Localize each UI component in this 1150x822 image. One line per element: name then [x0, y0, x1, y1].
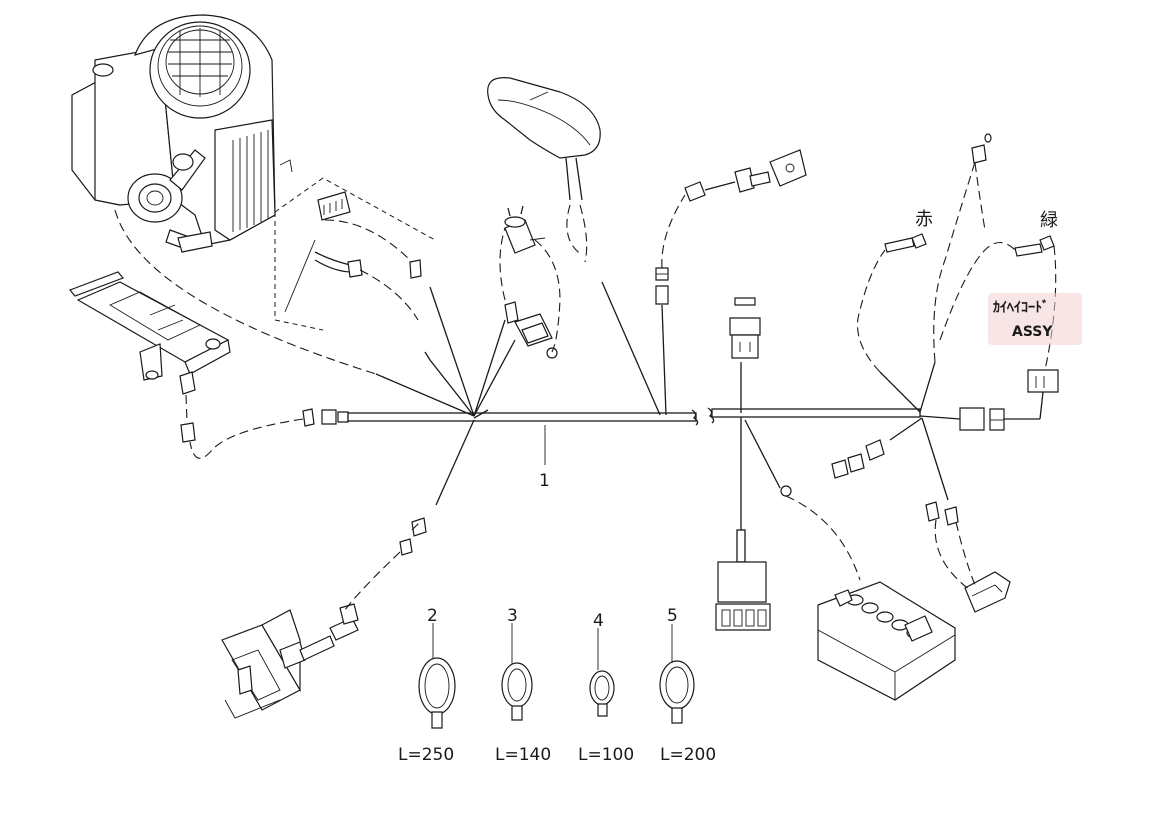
mounting-bracket — [68, 271, 231, 381]
cable-tie-200 — [659, 624, 695, 724]
battery — [817, 581, 956, 701]
seat-switch-pad — [487, 77, 601, 201]
cable-tie-100 — [589, 628, 615, 717]
callout-tie-200: 5 — [667, 606, 678, 626]
detail-callout-box — [274, 177, 436, 331]
sensor-with-bracket — [684, 149, 807, 202]
length-tie-250: L=250 — [398, 745, 454, 765]
callout-tie-140: 3 — [507, 606, 518, 626]
pto-switch — [964, 571, 1011, 613]
wire-color-red-label: 赤 — [915, 209, 933, 230]
cable-tie-250 — [418, 623, 456, 729]
extension-cord-label-line1: ｶｲﾍｲｺｰﾄﾞ — [993, 299, 1049, 316]
cable-tie-140 — [501, 623, 533, 721]
length-tie-140: L=140 — [495, 745, 551, 765]
extension-cord-label-line2: ASSY — [1012, 324, 1053, 340]
length-tie-200: L=200 — [660, 745, 716, 765]
switch-bracket — [221, 609, 359, 719]
starter-solenoid — [504, 205, 546, 254]
extension-cord-highlight — [988, 293, 1082, 345]
callout-tie-100: 4 — [593, 611, 604, 631]
engine-illustration — [71, 14, 293, 253]
length-tie-100: L=100 — [578, 745, 634, 765]
routing-lines — [114, 161, 1057, 611]
callout-harness: 1 — [539, 471, 550, 491]
main-harness — [347, 281, 1044, 631]
callout-tie-250: 2 — [427, 606, 438, 626]
wire-color-green-label: 緑 — [1040, 210, 1058, 231]
connector-set — [179, 133, 1059, 625]
